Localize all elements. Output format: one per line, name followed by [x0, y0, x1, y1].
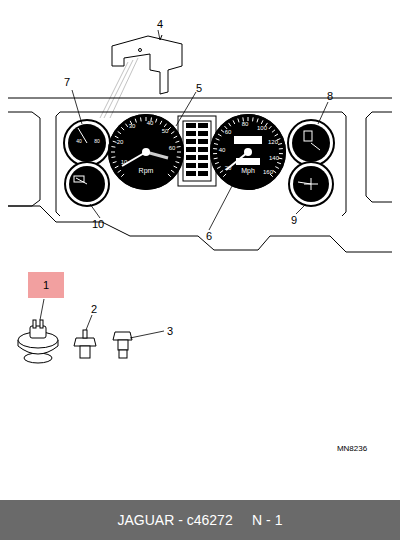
dial-tick — [111, 146, 115, 148]
dial-tick — [269, 126, 272, 129]
callout-number: 2 — [91, 304, 97, 315]
dial-number: 40 — [219, 147, 226, 153]
dial-tick — [177, 146, 181, 148]
dial-tick — [160, 121, 162, 125]
callout-number: 5 — [196, 83, 202, 94]
dial-number: 60 — [225, 129, 232, 135]
dial-tick — [248, 117, 249, 121]
dial-tick — [168, 174, 171, 177]
dial-tick — [224, 126, 227, 129]
footer-band: JAGUAR - c46272 N - 1 — [0, 500, 400, 540]
dial-number: 40 — [147, 120, 154, 126]
dial-tick — [279, 153, 283, 154]
dial-tick — [213, 153, 217, 154]
dial-number: 30 — [129, 123, 136, 129]
dial-tick — [171, 170, 174, 172]
dial-number: 100 — [257, 125, 267, 131]
dial-number: 20 — [225, 165, 232, 171]
dial-tick — [121, 174, 124, 177]
dial-tick — [215, 162, 219, 163]
dial-tick — [242, 117, 244, 121]
dial-number: 60 — [169, 145, 176, 151]
dial-tick — [257, 119, 258, 123]
tachometer-dial: Rpm — [108, 114, 184, 190]
node-text: Rpm — [139, 167, 154, 174]
dial-tick — [177, 152, 181, 153]
dial-tick — [118, 131, 121, 133]
dial-number: 50 — [162, 128, 169, 134]
dial-tick — [229, 123, 231, 126]
dial-tick — [125, 124, 127, 127]
dial-tick — [213, 148, 217, 149]
dial-number: 160 — [263, 169, 273, 175]
callout-number: MN8236 — [337, 445, 367, 453]
dial-tick — [175, 162, 179, 163]
speedometer-dial: Mph — [210, 114, 286, 190]
callout-number: 4 — [157, 19, 163, 30]
dial-tick — [115, 166, 119, 168]
dial-tick — [115, 136, 119, 138]
node-text: Mph — [241, 167, 255, 174]
dial-tick — [164, 124, 166, 127]
dial-tick — [275, 134, 278, 136]
highlighted-callout: 1 — [28, 272, 64, 298]
dial-tick — [220, 170, 223, 172]
dial-tick — [168, 127, 171, 130]
dial-number: 140 — [269, 155, 279, 161]
dial-number: 10 — [121, 159, 128, 165]
dial-tick — [113, 162, 117, 163]
callout-number: 3 — [167, 326, 173, 337]
dial-tick — [216, 139, 220, 141]
dial-tick — [223, 174, 226, 177]
dial-number: 80 — [242, 121, 249, 127]
callout-number: 6 — [206, 231, 212, 242]
dial-tick — [121, 127, 124, 130]
dial-tick — [175, 141, 179, 142]
dial-tick — [174, 166, 178, 168]
dial-tick — [113, 141, 117, 142]
dial-tick — [217, 167, 221, 169]
node-text: JAGUAR - c46272 N - 1 — [118, 512, 283, 528]
dial-tick — [272, 130, 275, 133]
dial-tick — [177, 156, 181, 158]
dial-tick — [279, 148, 283, 149]
dial-tick — [111, 152, 115, 153]
callout-number: 10 — [92, 219, 104, 230]
dial-tick — [146, 117, 147, 121]
callout-number: 7 — [64, 77, 70, 88]
dial-number: 120 — [268, 139, 278, 145]
dial-tick — [221, 130, 224, 133]
dial-tick — [140, 117, 142, 121]
dial-tick — [135, 119, 136, 123]
dial-tick — [252, 117, 254, 121]
dial-number: 80 — [94, 139, 100, 144]
dial-tick — [218, 134, 221, 136]
dial-tick — [118, 170, 121, 172]
dial-tick — [156, 119, 157, 123]
dial-tick — [214, 143, 218, 145]
callout-number: 9 — [291, 215, 297, 226]
dial-tick — [174, 136, 178, 138]
dial-tick — [111, 156, 115, 158]
dial-tick — [277, 162, 281, 163]
dial-tick — [275, 167, 279, 169]
dial-number: 20 — [117, 139, 124, 145]
dial-tick — [278, 143, 282, 145]
dial-tick — [233, 120, 235, 124]
dial-tick — [238, 119, 239, 123]
node-text: 1 — [43, 279, 49, 291]
dial-number: 40 — [76, 139, 82, 144]
callout-number: 8 — [327, 91, 333, 102]
dial-tick — [214, 158, 218, 160]
dial-tick — [261, 120, 263, 124]
dial-tick — [171, 131, 174, 133]
dial-tick — [273, 170, 276, 172]
